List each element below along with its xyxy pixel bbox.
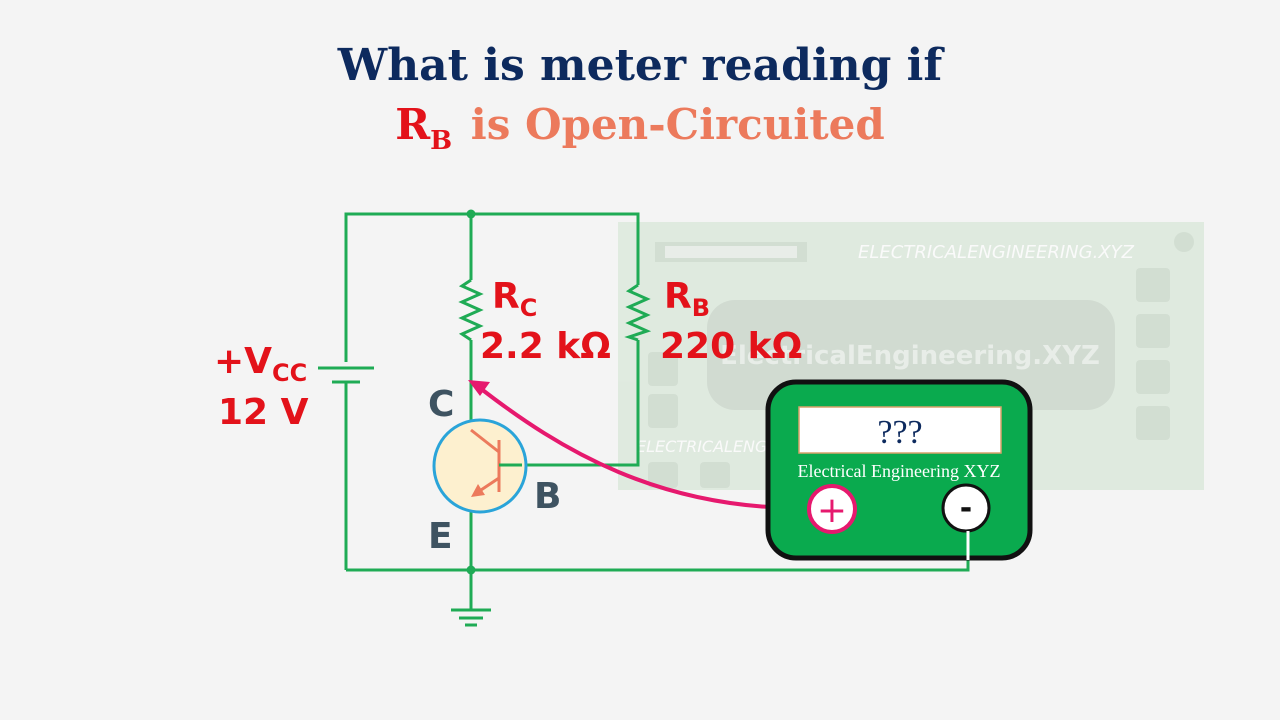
wire-top [344,212,640,362]
positive-symbol: + [817,490,847,531]
junction-bottom [466,565,476,575]
npn-transistor [432,418,528,514]
vcc-value: 12 V [218,392,309,433]
transistor-collector-lead [470,428,500,454]
collector-label: C [428,384,454,425]
transistor-emitter-arrow [471,484,485,497]
rb-resistor [624,283,652,342]
rc-resistor [458,278,484,342]
wire-base [520,340,640,467]
watermark-bottom-text: ELECTRICALENG [636,437,767,456]
probe-wire [478,386,809,511]
emitter-label: E [428,516,453,557]
meter-display [798,406,1002,454]
rc-label: RC [492,276,537,322]
vcc-label: +VCC [214,341,307,387]
rc-value: 2.2 kΩ [480,326,611,367]
base-label: B [534,476,561,517]
multimeter: ??? Electrical Engineering XYZ + - [765,379,1033,561]
meter-reading: ??? [877,414,922,451]
pcb-hole [1174,232,1194,252]
transistor-body [432,418,528,514]
pcb-connector-slot [665,246,797,258]
rb-label: RB [664,276,710,322]
junction-top [466,209,476,219]
watermark-chip-text: ElectricalEngineering.XYZ [720,341,1100,371]
title-line-1: What is meter reading if [337,40,943,91]
pcb-pads [648,268,1170,488]
negative-symbol: - [960,491,972,526]
circuit-labels: +VCC 12 V RC 2.2 kΩ RB 220 kΩ C B E [214,276,802,557]
positive-terminal[interactable] [807,484,857,534]
rb-value: 220 kΩ [660,326,802,367]
watermark-top-text: ELECTRICALENGINEERING.XYZ [858,242,1135,263]
negative-terminal[interactable] [941,483,991,533]
probe-tip-arrow [468,380,490,396]
title-rb-symbol: RB [395,100,453,156]
meter-brand: Electrical Engineering XYZ [798,461,1001,481]
title-line-2: RB is Open-Circuited [0,100,1280,156]
title-condition: is Open-Circuited [470,100,885,149]
